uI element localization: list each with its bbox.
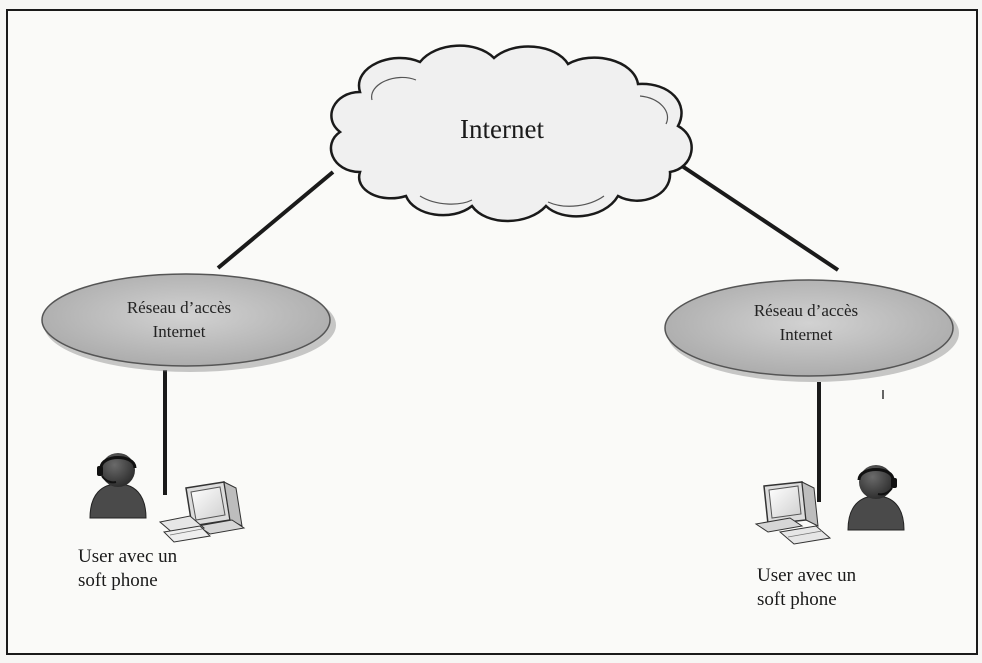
- headset-user-icon: [847, 465, 905, 531]
- access-network-left-label: Réseau d’accès Internet: [126, 298, 232, 341]
- headset-user-icon: [89, 453, 147, 519]
- access-network-right-label: Réseau d’accès Internet: [753, 301, 859, 344]
- access-network-right-shape: [664, 279, 959, 382]
- link-cloud-left-network: [216, 170, 335, 270]
- computer-icon: [754, 481, 832, 545]
- computer-icon: [158, 481, 246, 543]
- link-cloud-right-network: [680, 164, 840, 272]
- user-left-label: User avec un soft phone: [78, 546, 178, 591]
- user-right-label: User avec un soft phone: [757, 565, 857, 610]
- internet-cloud-label: Internet: [460, 114, 544, 144]
- access-network-left-shape: [41, 273, 336, 372]
- cloud-icon: [329, 44, 693, 223]
